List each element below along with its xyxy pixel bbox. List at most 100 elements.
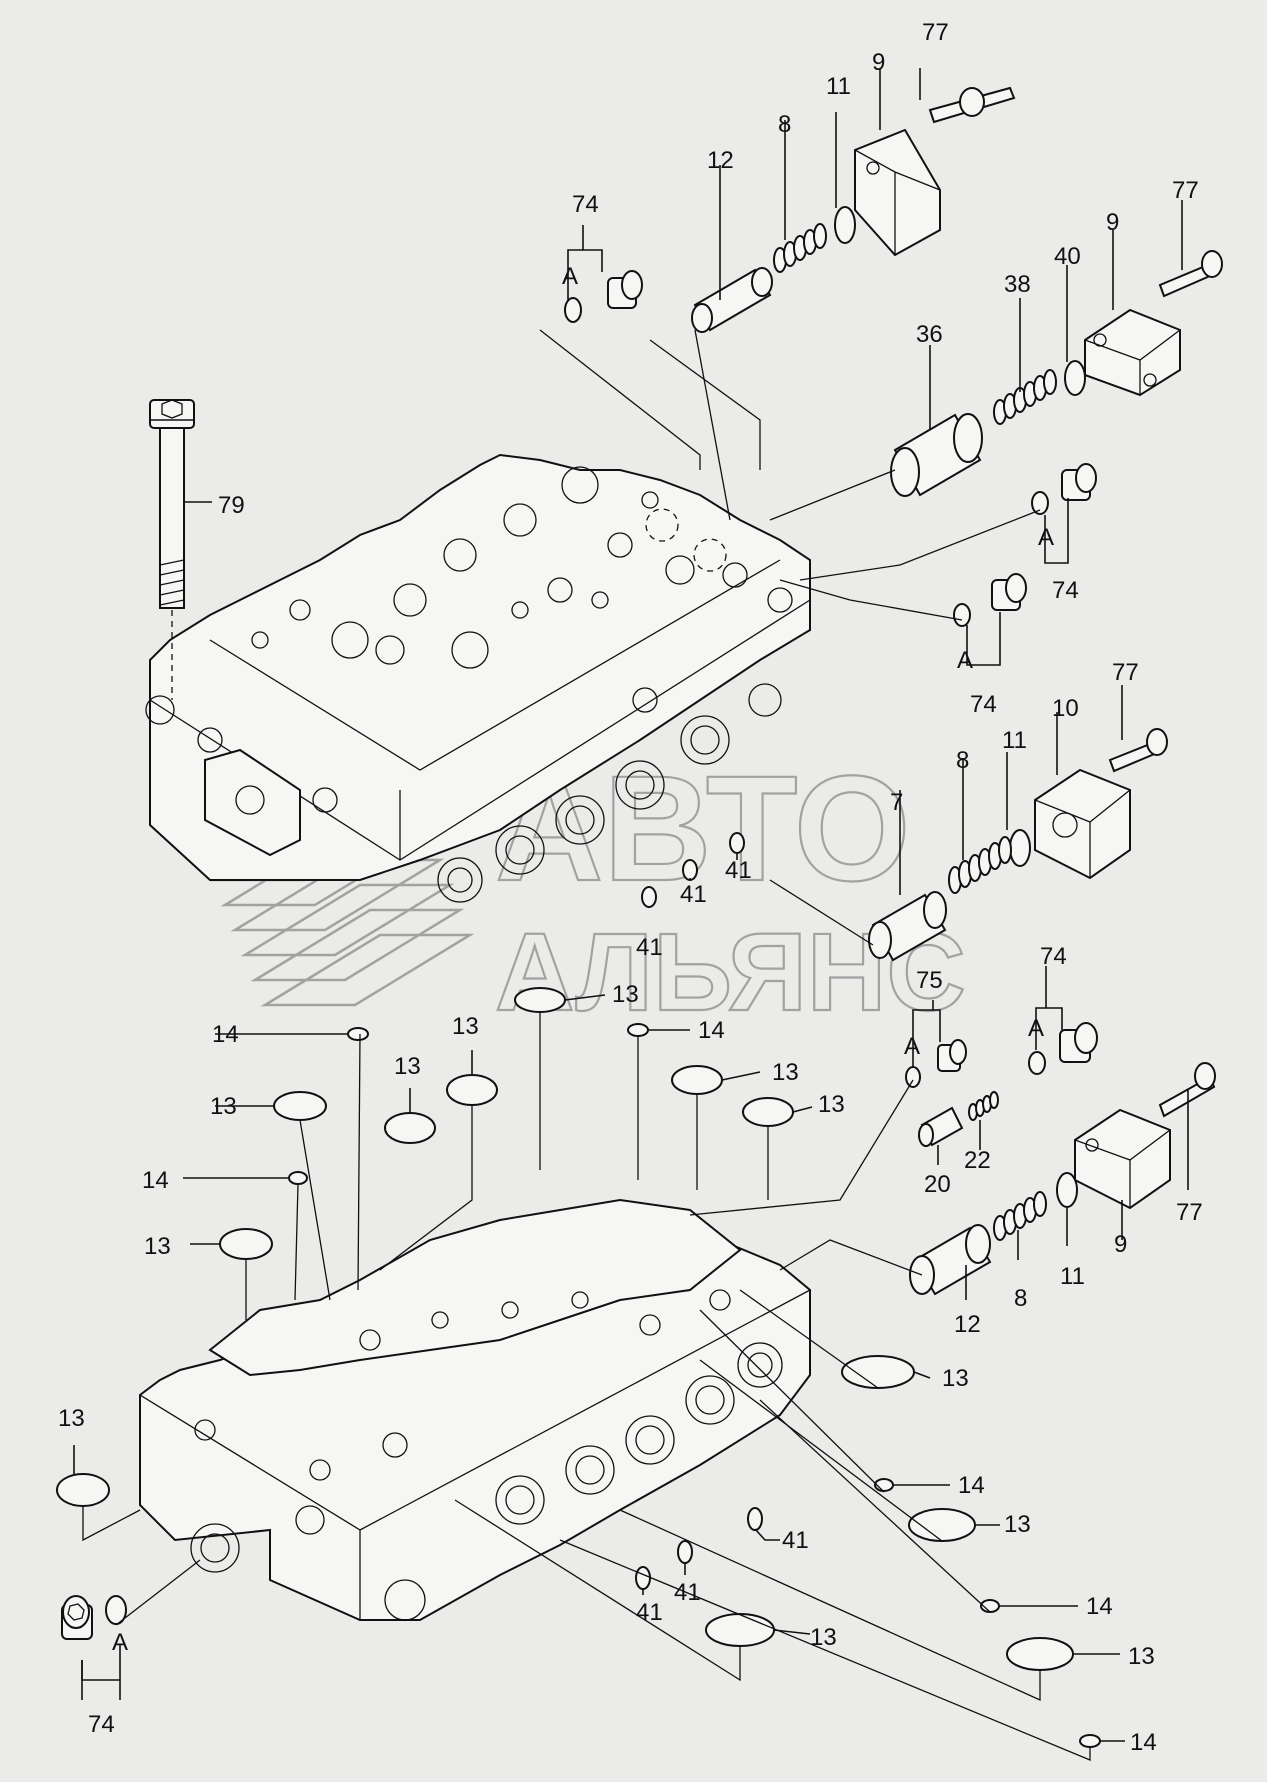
cover-9-second: [1084, 308, 1181, 397]
plug-74-c: [953, 573, 1027, 627]
label-A: A: [112, 1629, 128, 1656]
label-20: 20: [924, 1171, 951, 1198]
upper-body-flange: [204, 748, 301, 857]
mount-hole: [722, 562, 748, 588]
label-74: 74: [1040, 943, 1067, 970]
assembly-paths: [82, 329, 1091, 1761]
label-13: 13: [1128, 1643, 1155, 1670]
label-13: 13: [144, 1233, 171, 1260]
label-9: 9: [1114, 1231, 1127, 1258]
label-77: 77: [922, 19, 949, 46]
mount-hole: [312, 787, 338, 813]
label-A: A: [904, 1033, 920, 1060]
part-labels: 77 9 11 8 12 74 A 77 9 40 38 36 79 A 74 …: [58, 19, 1203, 1756]
o-ring-13: [273, 1091, 327, 1121]
lower-body-bores: [190, 1289, 783, 1621]
spool-36: [890, 413, 983, 497]
label-7: 7: [890, 789, 903, 816]
flange-port: [235, 785, 265, 815]
label-13: 13: [942, 1365, 969, 1392]
spring-22: [968, 1091, 999, 1121]
spring-8-lower: [993, 1191, 1047, 1241]
seals-lower: [56, 1355, 1101, 1748]
mount-hole: [197, 727, 223, 753]
label-14: 14: [698, 1017, 725, 1044]
o-ring-40: [1064, 360, 1086, 396]
label-8: 8: [956, 747, 969, 774]
hidden-bore: [645, 508, 679, 542]
label-77: 77: [1176, 1199, 1203, 1226]
bolt-77-top: [928, 86, 1016, 124]
label-38: 38: [1004, 271, 1031, 298]
poppet-20: [918, 1106, 964, 1147]
o-ring-13: [219, 1228, 273, 1260]
o-ring-14: [347, 1027, 369, 1041]
leader-lines: [73, 68, 1189, 1742]
label-41: 41: [636, 934, 663, 961]
label-74: 74: [1052, 577, 1079, 604]
bolt-77-lower: [1158, 1062, 1216, 1118]
o-ring-41-c: [641, 886, 657, 908]
tie-bolt-79: [149, 399, 212, 700]
hidden-bore: [693, 538, 727, 572]
label-74: 74: [572, 191, 599, 218]
label-11: 11: [826, 73, 851, 100]
label-14: 14: [1130, 1729, 1157, 1756]
o-ring-13: [56, 1473, 110, 1507]
label-11: 11: [1060, 1263, 1085, 1290]
o-ring-41-a: [729, 832, 745, 854]
label-A: A: [957, 647, 973, 674]
o-ring-13: [841, 1355, 915, 1389]
label-A: A: [1028, 1015, 1044, 1042]
o-ring-41: [635, 1566, 651, 1590]
label-A: A: [562, 263, 578, 290]
plug-74-bottom: [61, 1595, 127, 1640]
spring-8-third: [948, 836, 1012, 894]
label-10: 10: [1052, 695, 1079, 722]
bolt-77-second: [1158, 250, 1223, 298]
label-14: 14: [1086, 1593, 1113, 1620]
o-ring-13: [908, 1508, 976, 1542]
o-ring-14: [288, 1171, 308, 1185]
label-13: 13: [210, 1093, 237, 1120]
o-ring-13: [671, 1065, 723, 1095]
o-ring-13: [1006, 1637, 1074, 1671]
o-ring-13: [514, 987, 566, 1013]
spool-plate: [208, 1198, 742, 1377]
label-14: 14: [142, 1167, 169, 1194]
label-77: 77: [1172, 177, 1199, 204]
upper-body-ports: [251, 466, 695, 669]
cover-9-lower: [1074, 1108, 1171, 1210]
o-ring-13: [384, 1112, 436, 1144]
bolt-77-third: [1108, 728, 1168, 773]
label-41: 41: [674, 1579, 701, 1606]
label-36: 36: [916, 321, 943, 348]
o-ring-14: [1079, 1734, 1101, 1748]
label-13: 13: [810, 1624, 837, 1651]
plug-74-d: [1028, 1022, 1098, 1075]
plug-74-b: [1031, 463, 1097, 515]
spool-cap-12-lower: [909, 1224, 992, 1296]
lower-valve-body: [139, 1198, 811, 1621]
label-13: 13: [612, 981, 639, 1008]
label-14: 14: [958, 1472, 985, 1499]
upper-valve-body: [145, 453, 811, 903]
label-9: 9: [1106, 209, 1119, 236]
plug-74-top: [564, 270, 643, 323]
label-12: 12: [707, 147, 734, 174]
o-ring-41: [677, 1540, 693, 1564]
label-41: 41: [636, 1599, 663, 1626]
label-41: 41: [680, 881, 707, 908]
tie-bolt-hole: [145, 695, 175, 725]
label-79: 79: [218, 492, 245, 519]
label-14: 14: [212, 1021, 239, 1048]
label-77: 77: [1112, 659, 1139, 686]
label-8: 8: [778, 111, 791, 138]
label-11: 11: [1002, 727, 1027, 754]
label-40: 40: [1054, 243, 1081, 270]
label-13: 13: [1004, 1511, 1031, 1538]
upper-body-side-bores: [437, 683, 782, 903]
label-12: 12: [954, 1311, 981, 1338]
o-ring-41: [747, 1507, 763, 1531]
